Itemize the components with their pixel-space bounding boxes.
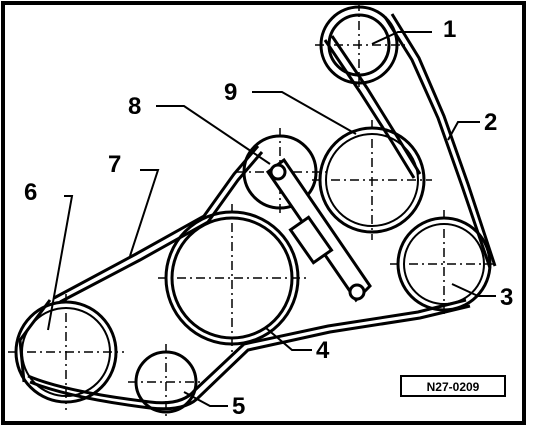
pulley-4 [158, 204, 306, 352]
leader-4 [265, 327, 312, 351]
belt-upper [323, 13, 497, 269]
pulley-1 [315, 2, 405, 90]
pulley-9 [312, 120, 432, 240]
reference-code-box: N27-0209 [400, 375, 506, 397]
leader-7 [129, 169, 160, 257]
callout-9: 9 [224, 79, 237, 106]
leader-3 [451, 283, 496, 297]
callout-6: 6 [24, 179, 37, 206]
leader-1 [371, 31, 432, 45]
leader-9 [252, 91, 357, 135]
callout-5: 5 [232, 393, 245, 420]
leader-2 [447, 121, 480, 141]
leader-8 [156, 105, 271, 165]
diagram-border [1, 1, 526, 425]
callout-2: 2 [484, 109, 497, 136]
callout-7: 7 [108, 151, 121, 178]
callout-1: 1 [443, 16, 456, 43]
pulley-3 [390, 210, 498, 318]
callout-8: 8 [128, 93, 141, 120]
pulley-5 [128, 344, 204, 418]
tensioner-8 [236, 128, 372, 303]
callout-4: 4 [316, 337, 330, 364]
callout-3: 3 [500, 284, 513, 311]
pulley-6 [8, 294, 124, 410]
leader-lines [47, 31, 496, 407]
leader-6 [47, 195, 74, 331]
reference-code: N27-0209 [427, 380, 480, 394]
leader-5 [183, 391, 228, 407]
